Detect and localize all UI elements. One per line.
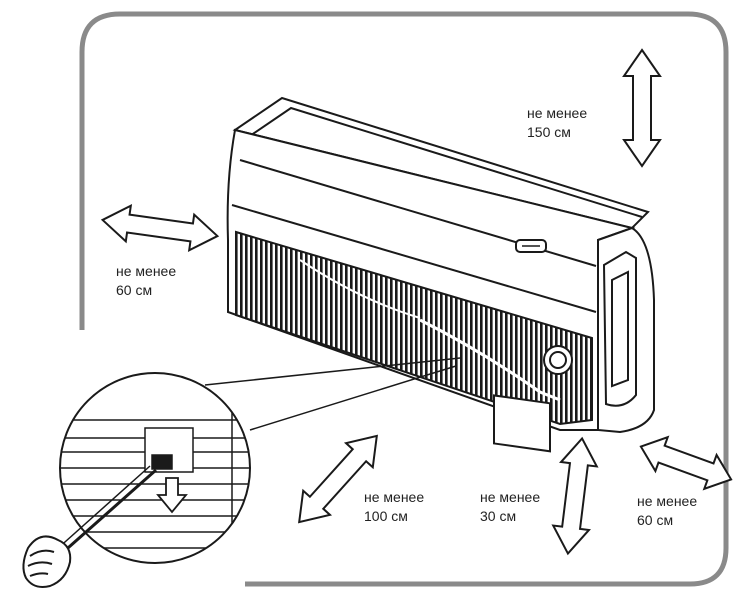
filter-detail-magnifier (59, 372, 251, 564)
control-display-window (493, 394, 551, 453)
double-arrow-bottom (551, 436, 599, 556)
clearance-left-line2: 60 см (116, 282, 153, 298)
double-arrow-left (100, 203, 220, 253)
clearance-label-left: не менее 60 см (116, 262, 176, 300)
double-arrow-right (639, 435, 733, 491)
clearance-top-line2: 150 см (527, 124, 571, 140)
clearance-label-front: не менее 100 см (364, 488, 424, 526)
air-conditioner-unit (226, 96, 655, 453)
clearance-bottom-line2: 30 см (480, 508, 517, 524)
frame-border (79, 11, 729, 587)
clearance-right-line1: не менее (637, 493, 698, 509)
double-arrow-top (622, 48, 662, 168)
leader-line-lower (249, 365, 457, 431)
clearance-label-right: не менее 60 см (637, 492, 697, 530)
clearance-front-line2: 100 см (364, 508, 408, 524)
screwdriver-hand-icon (22, 465, 157, 588)
double-arrow-front (298, 434, 378, 524)
clearance-left-line1: не менее (116, 263, 177, 279)
clearance-top-line1: не менее (527, 105, 588, 121)
clearance-right-line2: 60 см (637, 512, 674, 528)
clearance-front-line1: не менее (364, 489, 425, 505)
unit-top-ridge (243, 106, 643, 218)
clearance-label-top: не менее 150 см (527, 104, 587, 142)
front-grille (235, 230, 593, 426)
clearance-label-bottom: не менее 30 см (480, 488, 540, 526)
leader-line-upper (204, 357, 461, 386)
pull-down-arrow-icon (156, 477, 188, 514)
clearance-bottom-line1: не менее (480, 489, 541, 505)
